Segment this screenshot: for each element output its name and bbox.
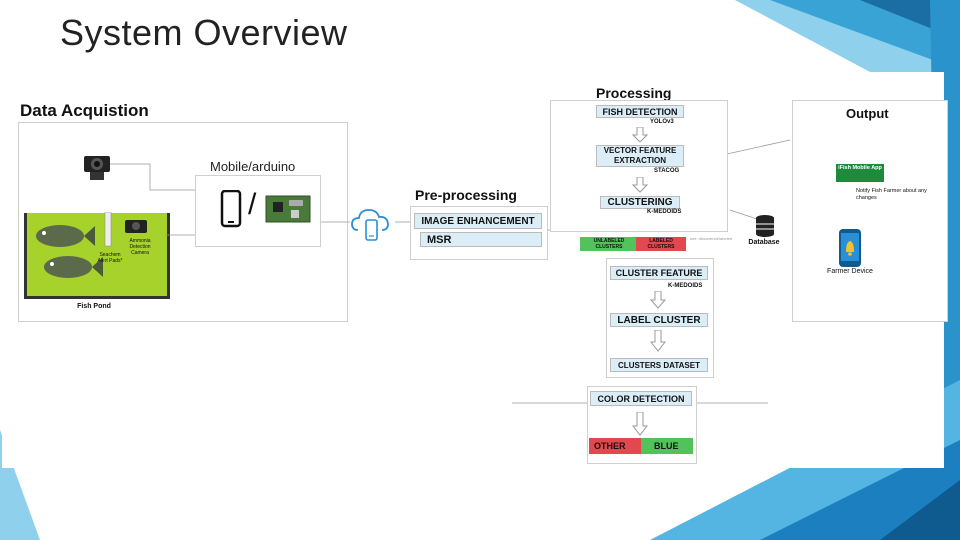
side-note: see: discovered/labeled bbox=[690, 236, 733, 241]
color-detection-step: COLOR DETECTION bbox=[590, 391, 692, 406]
output-title: Output bbox=[846, 106, 889, 121]
other-label: OTHER bbox=[594, 441, 626, 451]
notify-label: Notify Fish Farmer about any changes bbox=[856, 188, 927, 201]
msr-step: MSR bbox=[420, 232, 542, 247]
down-arrow-icon bbox=[650, 291, 666, 309]
slash-separator: / bbox=[248, 188, 257, 221]
blue-category bbox=[641, 438, 693, 454]
label-cluster-step: LABEL CLUSTER bbox=[610, 313, 708, 327]
mobile-title: Mobile/arduino bbox=[210, 159, 296, 174]
down-arrow-icon bbox=[632, 127, 648, 143]
fish-detection-step: FISH DETECTION bbox=[596, 105, 684, 118]
down-arrow-icon bbox=[650, 330, 666, 352]
clusters-dataset-step: CLUSTERS DATASET bbox=[610, 358, 708, 372]
processing-title: Processing bbox=[596, 85, 672, 101]
slide-title: System Overview bbox=[60, 12, 348, 53]
database-icon bbox=[756, 215, 774, 237]
farmer-device-icon bbox=[839, 229, 861, 267]
other-category bbox=[589, 438, 641, 454]
database-label: Database bbox=[748, 239, 780, 246]
preprocessing-title: Pre-processing bbox=[415, 187, 517, 203]
arduino-board-icon bbox=[265, 195, 311, 223]
labeled-clusters-box bbox=[636, 237, 686, 251]
clustering-step: CLUSTERING bbox=[600, 196, 680, 209]
kmedoids-label-2: K-MEDOIDS bbox=[668, 283, 703, 289]
pond-caption: Fish Pond bbox=[77, 303, 111, 310]
smartphone-icon bbox=[220, 190, 242, 228]
cluster-feature-step: CLUSTER FEATURE bbox=[610, 266, 708, 280]
labeled-clusters-label: LABELED CLUSTERS bbox=[647, 238, 675, 250]
cloud-sync-icon bbox=[351, 209, 389, 241]
fish-icon bbox=[44, 256, 103, 278]
unlabeled-clusters-label: UNLABELED CLUSTERS bbox=[593, 238, 625, 250]
down-arrow-icon bbox=[632, 177, 648, 193]
camera-icon bbox=[125, 220, 147, 233]
blue-label: BLUE bbox=[654, 441, 679, 451]
ammonia-camera-label: Ammonia Detection Camera bbox=[129, 238, 151, 256]
camera-icon bbox=[84, 156, 110, 180]
acquisition-title: Data Acquistion bbox=[20, 101, 149, 120]
output-panel bbox=[792, 100, 948, 322]
yolo-label: YOLOv3 bbox=[650, 119, 674, 125]
unlabeled-clusters-box bbox=[580, 237, 636, 251]
farmer-device-label: Farmer Device bbox=[827, 268, 873, 275]
mobile-app-label: iFish Mobile App bbox=[838, 165, 882, 171]
stacog-label: STACOG bbox=[654, 168, 680, 174]
kmedoids-label: K-MEDOIDS bbox=[647, 209, 682, 215]
fish-icon bbox=[36, 225, 95, 247]
down-arrow-icon bbox=[632, 412, 648, 436]
mobile-app-box bbox=[836, 164, 884, 182]
vector-feature-step: VECTOR FEATURE EXTRACTION bbox=[596, 145, 684, 167]
image-enhancement-step: IMAGE ENHANCEMENT bbox=[414, 213, 542, 229]
test-pad-icon bbox=[104, 212, 112, 247]
seaborn-pad-label: Seachem Alert Pads* bbox=[97, 252, 123, 264]
